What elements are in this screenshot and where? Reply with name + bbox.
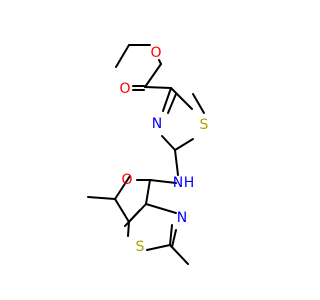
bond: [169, 224, 173, 246]
bond: [115, 44, 130, 68]
structure-canvas: O O N S N H O N S: [87, 44, 209, 265]
atom-label-s2: S: [136, 239, 145, 255]
bond-layer: [87, 44, 205, 265]
bond: [87, 196, 116, 200]
bond: [169, 244, 189, 265]
atom-label-n1: N: [152, 116, 162, 132]
bond: [171, 229, 177, 248]
bond: [174, 149, 179, 176]
atom-label-o2: O: [119, 81, 130, 97]
atom-label-n2: N: [173, 175, 183, 191]
bond: [145, 203, 177, 214]
bond: [114, 198, 130, 223]
bond: [144, 86, 172, 89]
atom-label-n3: N: [177, 210, 187, 226]
bond: [127, 221, 130, 237]
atom-label-o1: O: [150, 45, 161, 61]
atom-label-s1: S: [200, 117, 209, 133]
bond: [146, 244, 171, 251]
bond: [114, 175, 131, 200]
bond: [167, 93, 177, 114]
atom-label-layer: O O N S N H O N S: [119, 45, 208, 255]
atom-label-h1: H: [184, 175, 195, 191]
bond: [161, 135, 176, 151]
bond: [124, 209, 141, 227]
bond: [162, 87, 172, 112]
bond: [170, 87, 193, 110]
atom-label-o3: O: [121, 172, 132, 188]
bond: [144, 63, 162, 88]
bond: [145, 179, 151, 205]
bond: [192, 93, 205, 114]
molecule-structure: O O N S N H O N S: [87, 44, 209, 265]
bond: [174, 138, 194, 151]
bond: [149, 179, 177, 184]
